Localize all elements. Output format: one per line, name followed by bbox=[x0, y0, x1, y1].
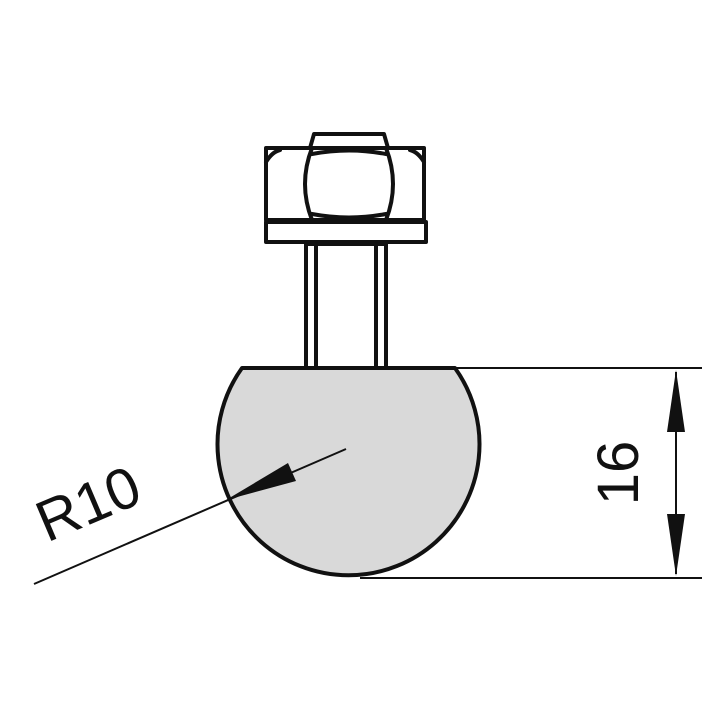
ball-segment bbox=[215, 366, 482, 578]
hex-nut-outer-left-chamfer bbox=[264, 148, 282, 164]
hex-nut-outer-right-chamfer bbox=[408, 148, 426, 164]
height-dimension-label: 16 bbox=[586, 441, 651, 506]
hex-nut-right-face bbox=[384, 146, 395, 222]
radius-arrowhead bbox=[226, 463, 296, 500]
height-arrow-top bbox=[667, 370, 685, 432]
radius-leader-line bbox=[33, 448, 347, 585]
hex-nut-top-chamfer bbox=[310, 148, 388, 156]
height-arrow-bottom bbox=[667, 514, 685, 576]
bolt-tip bbox=[308, 132, 390, 150]
hex-nut-left-face bbox=[303, 146, 314, 222]
hex-nut bbox=[264, 146, 426, 222]
hex-nut-bottom-chamfer bbox=[310, 212, 388, 220]
washer bbox=[264, 220, 428, 244]
radius-dimension-label: R10 bbox=[27, 453, 150, 554]
